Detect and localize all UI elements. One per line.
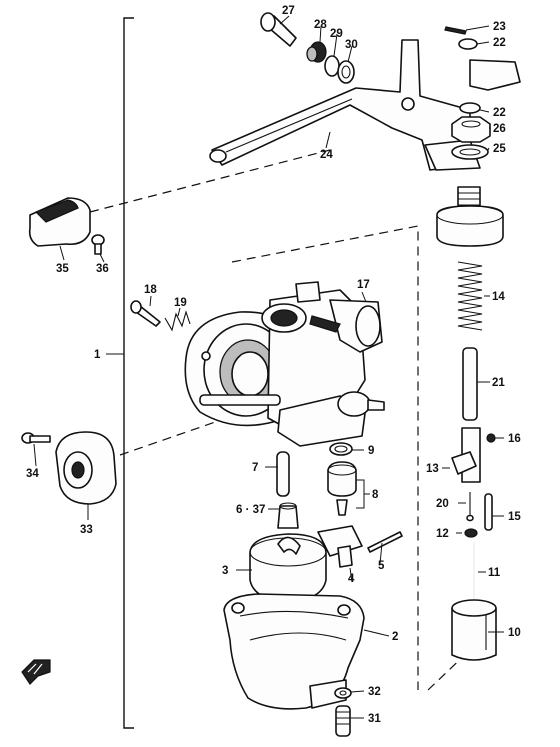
washer-29 [324,55,340,77]
oring-9 [329,442,353,456]
label-1: 1 [94,349,101,361]
label-14: 14 [492,291,505,303]
label-13: 13 [426,463,439,475]
label-24: 24 [320,149,333,161]
label-19: 19 [174,297,187,309]
label-4: 4 [348,573,355,585]
tube-7 [276,451,290,497]
float-3 [249,533,327,603]
float-valve-8 [327,461,357,516]
label-18: 18 [144,284,157,296]
label-31: 31 [368,713,381,725]
label-7: 7 [252,462,258,474]
label-22-bottom: 22 [493,107,506,119]
knob-33 [55,431,117,505]
carburetor-body [184,281,385,447]
throttle-spring-14 [457,261,483,331]
float-arm-4 [317,525,363,568]
part-labels: 1 2 3 4 5 6 · 37 7 8 9 10 11 12 13 14 15… [26,5,521,725]
label-35: 35 [56,263,69,275]
label-6-37: 6 · 37 [236,504,265,516]
label-12: 12 [436,528,449,540]
clip-12 [464,528,478,538]
label-10: 10 [508,627,521,639]
label-3: 3 [222,565,228,577]
mixing-chamber-cap [436,186,504,247]
drain-bolt-31 [335,705,351,737]
label-5: 5 [378,560,385,572]
clip-20 [466,492,474,522]
knob-35 [28,197,91,247]
label-34: 34 [26,468,39,480]
label-32: 32 [368,686,381,698]
screw-18 [130,300,161,327]
label-25: 25 [493,143,506,155]
label-33: 33 [80,524,93,536]
label-36: 36 [96,263,109,275]
jet-6-37 [277,502,299,529]
pin-15 [484,493,493,531]
screw-27 [260,12,297,47]
label-15: 15 [508,511,521,523]
label-29: 29 [330,28,343,40]
bolt-34 [21,432,51,444]
pin-23 [444,26,467,35]
leader-lines [33,15,504,719]
washer-30 [337,60,355,84]
spring-28 [306,41,327,63]
nut-26 [451,116,491,143]
washer-22-top [458,38,478,50]
washer-32 [334,687,352,699]
label-21: 21 [492,377,505,389]
throttle-valve-10 [451,599,497,661]
label-30: 30 [345,39,358,51]
front-arrow-icon [21,659,51,685]
label-22-top: 22 [493,37,506,49]
assembly-bracket [123,17,134,729]
label-28: 28 [314,19,327,31]
label-11: 11 [488,567,501,579]
pin-5 [367,531,403,553]
label-26: 26 [493,123,506,135]
screw-36 [91,234,105,255]
needle-holder-13 [451,427,496,483]
float-bowl-2 [223,593,365,710]
label-16: 16 [508,433,521,445]
label-27: 27 [282,5,295,17]
label-2: 2 [392,631,398,643]
label-23: 23 [493,21,506,33]
spring-19 [164,310,191,332]
label-8: 8 [372,489,379,501]
washer-22-bottom [459,102,481,114]
label-9: 9 [368,445,374,457]
washer-25 [451,144,489,160]
rod-21 [462,347,478,421]
label-17: 17 [357,279,370,291]
label-20: 20 [436,498,449,510]
